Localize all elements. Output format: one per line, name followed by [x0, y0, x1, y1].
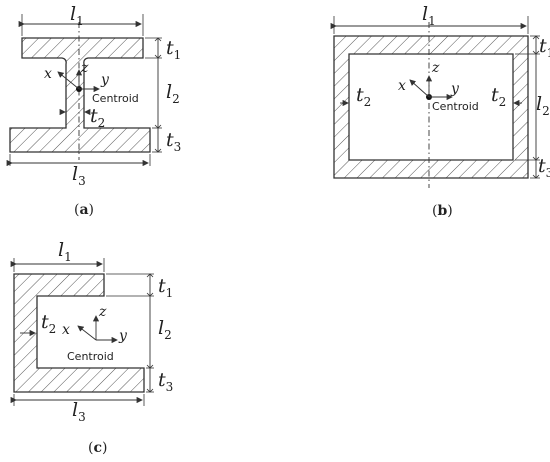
- dim-l2-label: l2: [166, 81, 180, 106]
- panel-a: l1 t1 l2 t3 t2 l3 z y x Centroid (a): [6, 3, 181, 218]
- dim-c-t3-label: t3: [158, 369, 173, 394]
- dim-c-l2-label: l2: [158, 317, 172, 342]
- dim-t2-label: t2: [90, 105, 105, 130]
- axis-c-x-label: x: [62, 322, 70, 338]
- axis-y-label: y: [100, 72, 110, 88]
- dim-t3-label: t3: [166, 129, 181, 154]
- centroid-label-b: Centroid: [432, 100, 479, 113]
- dim-c-t2-label: t2: [41, 311, 56, 336]
- axis-b-x-label: x: [398, 78, 406, 94]
- dim-b-t3-label: t3: [538, 155, 550, 180]
- centroid-label: Centroid: [92, 92, 139, 105]
- axis-b-y-label: y: [450, 81, 460, 97]
- axis-z-label: z: [80, 60, 89, 76]
- dim-c-l1-label: l1: [58, 239, 72, 264]
- dim-t1-label: t1: [166, 37, 181, 62]
- panel-b: l1 t1 l2 t3 t2 t2 z y x Centroid (b): [330, 3, 550, 219]
- caption-b: (b): [432, 203, 453, 219]
- dim-b-l2-label: l2: [536, 93, 550, 118]
- panel-c: l1 t1 l2 t3 t2 l3 z y x Centroid (c): [10, 239, 173, 456]
- axis-b-z-label: z: [431, 60, 440, 76]
- caption-c: (c): [88, 440, 107, 456]
- dim-l3-label: l3: [72, 163, 86, 188]
- dim-b-t2-left-label: t2: [356, 84, 371, 109]
- dim-c-t1-label: t1: [158, 275, 173, 300]
- dim-b-l1-label: l1: [422, 3, 436, 28]
- axis-c-z-label: z: [98, 304, 107, 320]
- dim-c-l3-label: l3: [72, 399, 86, 424]
- axis-x-label: x: [44, 66, 52, 82]
- caption-a: (a): [74, 202, 94, 218]
- centroid-label-c: Centroid: [67, 350, 114, 363]
- i-beam-section: [9, 37, 151, 153]
- axis-c-y-label: y: [118, 328, 128, 344]
- dim-l1-label: l1: [70, 3, 84, 28]
- channel-section: [13, 273, 145, 393]
- dim-b-t2-right-label: t2: [491, 84, 506, 109]
- dim-b-t1-label: t1: [539, 35, 550, 60]
- box-section: [333, 35, 529, 179]
